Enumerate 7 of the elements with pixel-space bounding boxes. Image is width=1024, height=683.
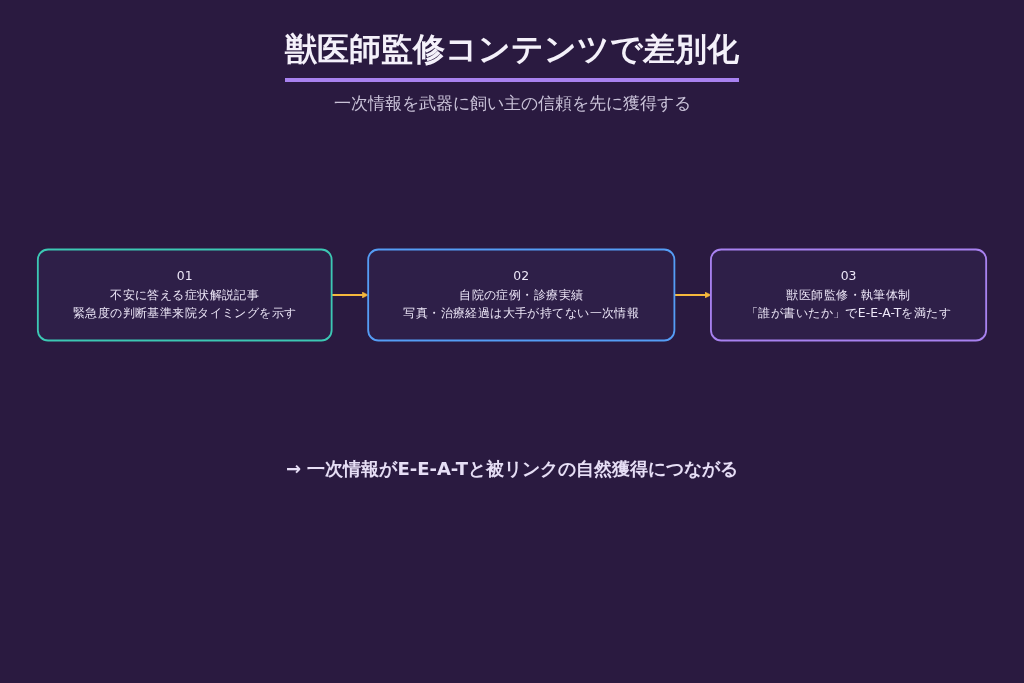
node-box: 01 不安に答える症状解説記事 緊急度の判断基準来院タイミングを示す <box>36 248 333 342</box>
subtitle: 一次情報を武器に飼い主の信頼を先に獲得する <box>333 92 691 115</box>
node-box: 02 自院の症例・診療実績 写真・治療経過は大手が持てない一次情報 <box>367 248 676 342</box>
title: 獣医師監修コンテンツで差別化 <box>285 28 739 82</box>
arrow <box>331 291 369 299</box>
caption: → 一次情報がE-E-A-Tと被リンクの自然獲得につながる <box>286 457 738 481</box>
node-box: 03 獣医師監修・執筆体制 「誰が書いたか」でE-E-A-Tを満たす <box>710 248 988 342</box>
